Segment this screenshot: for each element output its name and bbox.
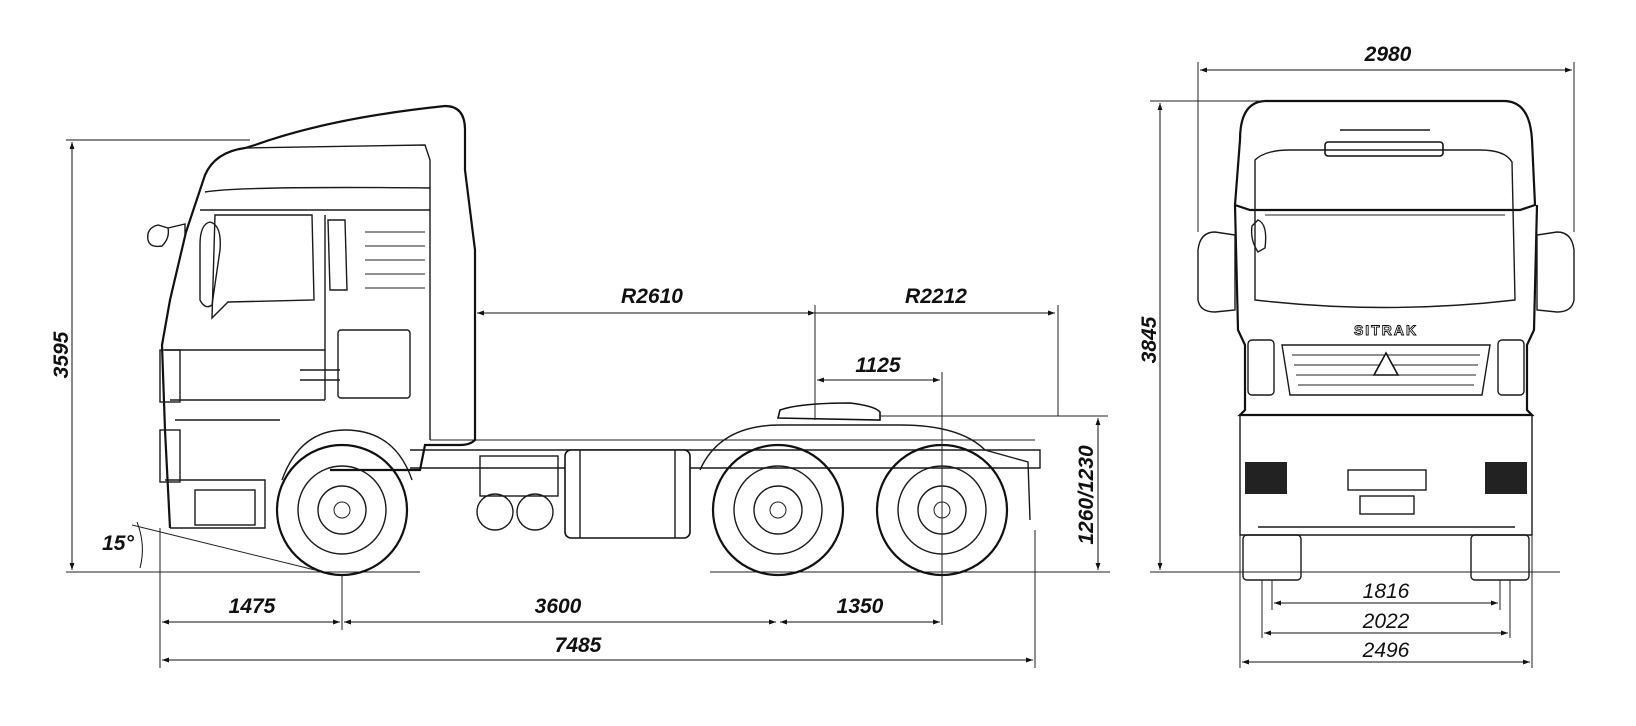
dim-overall-height: 3845 — [1138, 100, 1265, 570]
front-wheel-left — [1242, 534, 1302, 581]
dim-turning-radii: R2610 R2212 — [477, 285, 1059, 420]
label-fifth-wheel-offset: 1125 — [855, 354, 900, 377]
chassis-frame — [410, 449, 1041, 469]
label-cab-height: 3595 — [50, 331, 73, 378]
mirror-right — [1536, 231, 1575, 313]
dim-overall-width: 2980 — [1197, 43, 1575, 232]
front-wheel-right — [1470, 534, 1530, 581]
windshield — [1254, 149, 1516, 309]
rear-wheel-1 — [711, 443, 845, 577]
label-front-track: 2022 — [1362, 610, 1410, 633]
rear-mudguard — [699, 424, 1031, 521]
front-bumper — [1239, 415, 1533, 536]
label-fifth-wheel-height: 1260/1230 — [1075, 445, 1098, 545]
mirror-left — [1197, 231, 1236, 313]
label-rear-track: 1816 — [1363, 580, 1410, 603]
cab-front — [1233, 204, 1539, 417]
label-overall-width: 2980 — [1364, 43, 1412, 66]
front-wheel — [275, 443, 409, 577]
cab — [147, 104, 477, 529]
dim-cab-height: 3595 — [50, 139, 250, 570]
brand-text: SITRAK — [1354, 322, 1418, 338]
front-view-truck: SITRAK 2980 3845 — [1138, 43, 1575, 668]
dim-fifth-wheel-offset: 1125 — [817, 354, 943, 625]
label-front-overhang: 1475 — [229, 595, 276, 618]
dim-approach-angle: 15° — [102, 521, 316, 571]
front-mudguard — [281, 429, 413, 481]
dim-track-widths: 1816 2022 2496 — [1239, 535, 1533, 668]
dim-fifth-wheel-height: 1260/1230 — [880, 415, 1108, 570]
label-overall-height: 3845 — [1138, 316, 1161, 363]
fifth-wheel — [776, 402, 881, 421]
grille — [1281, 344, 1491, 396]
fuel-tank — [564, 449, 691, 539]
brand-logo-icon — [1372, 351, 1400, 376]
label-turning-radius-front: R2610 — [621, 285, 683, 308]
label-body-width: 2496 — [1362, 639, 1410, 662]
roof-deflector — [1233, 99, 1537, 212]
label-wheelbase-2: 1350 — [837, 595, 884, 618]
label-wheelbase-1: 3600 — [535, 595, 582, 618]
side-view-truck: 3595 15° R2610 R2212 1125 1260/1230 — [50, 104, 1110, 668]
label-overall-length: 7485 — [555, 634, 602, 657]
dim-length-chain: 1475 3600 1350 7485 — [159, 528, 1036, 668]
label-turning-radius-rear: R2212 — [905, 285, 967, 308]
label-approach-angle: 15° — [102, 532, 134, 555]
